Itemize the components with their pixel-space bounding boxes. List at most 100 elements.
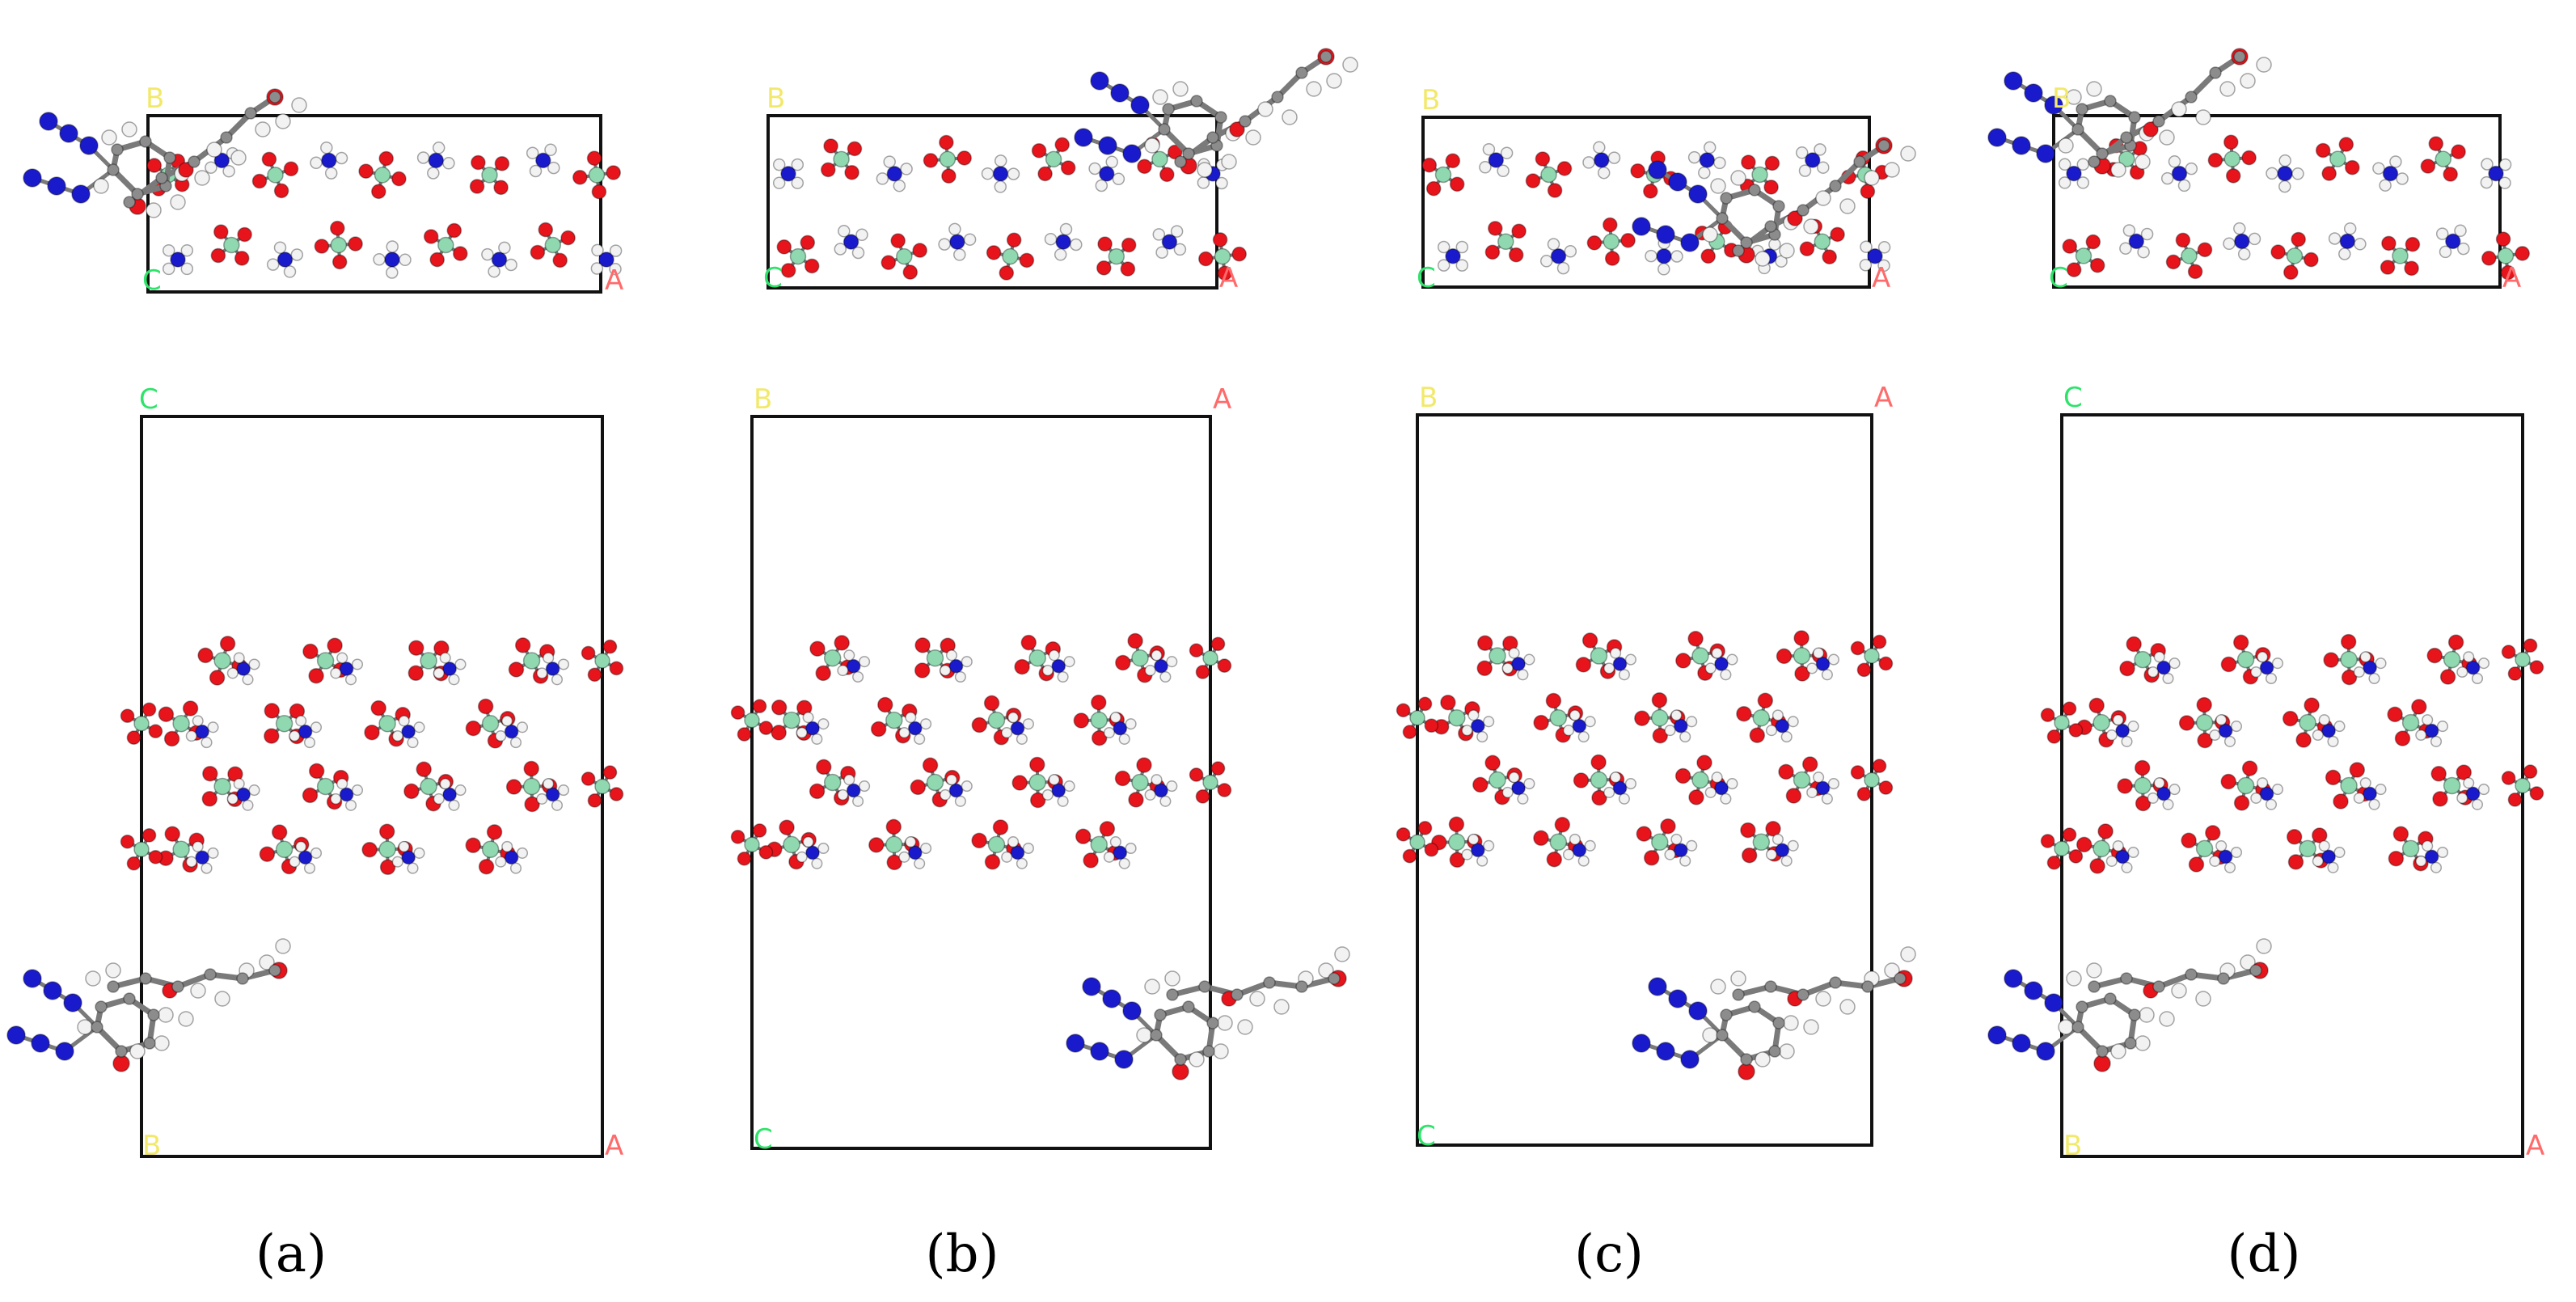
oxygen-atom (259, 846, 276, 862)
nitrogen-atom (992, 166, 1009, 182)
panel-a-top-axis-origin: C (142, 264, 162, 297)
carbon-atom (1328, 972, 1341, 985)
chlorine-atom (172, 840, 190, 859)
hydrogen-atom (1057, 670, 1069, 683)
chlorine-atom (1651, 708, 1669, 727)
oxygen-atom (821, 162, 836, 178)
oxygen-atom (2439, 669, 2456, 685)
hydrogen-atom (838, 225, 851, 238)
carbon-atom (123, 196, 136, 209)
hydrogen-atom (1877, 241, 1891, 254)
oxygen-atom (602, 639, 618, 654)
oxygen-atom (586, 150, 602, 166)
hydrogen-atom (1839, 198, 1856, 214)
oxygen-atom (1860, 184, 1876, 199)
hydrogen-atom (192, 840, 204, 852)
hydrogen-atom (1806, 662, 1818, 674)
oxygen-atom (2340, 633, 2357, 650)
hydrogen-atom (2372, 162, 2385, 175)
chlorine-atom (2497, 247, 2515, 264)
hydrogen-atom (914, 733, 926, 745)
oxygen-atom (2062, 239, 2078, 254)
hydrogen-atom (1775, 255, 1788, 268)
hydrogen-atom (1884, 162, 1900, 178)
nitrogen-atom (2363, 786, 2377, 801)
hydrogen-atom (1772, 833, 1784, 845)
oxygen-atom (823, 138, 838, 154)
nitrogen-atom (504, 724, 519, 739)
nitrogen-atom (1051, 783, 1066, 798)
oxygen-atom (2207, 152, 2223, 168)
panel-b-top-axis-horizontal: A (1219, 262, 1238, 294)
carbon-atom (2128, 1008, 2141, 1021)
oxygen-atom (587, 667, 602, 683)
oxygen-atom (2286, 829, 2303, 845)
hydrogen-atom (954, 670, 966, 683)
oxygen-atom (1741, 847, 1758, 864)
chlorine-atom (1434, 166, 1452, 184)
hydrogen-atom (1624, 778, 1636, 790)
panel-a-top-gap-molecule (23, 88, 307, 218)
nitrogen-atom (545, 662, 560, 676)
nitrogen-atom (1668, 172, 1687, 192)
hydrogen-atom (2135, 1035, 2151, 1051)
hydrogen-atom (1501, 662, 1514, 674)
hydrogen-atom (883, 155, 896, 168)
hydrogen-atom (1523, 653, 1535, 666)
bond (175, 971, 213, 990)
hydrogen-atom (1112, 172, 1125, 186)
nitrogen-atom (428, 152, 445, 169)
nitrogen-atom (886, 166, 903, 182)
hydrogen-atom (1151, 774, 1163, 786)
carbon-atom (1162, 103, 1175, 116)
oxygen-atom (2178, 715, 2195, 731)
hydrogen-atom (1710, 178, 1726, 194)
chlorine-atom (1691, 647, 1709, 665)
hydrogen-atom (2058, 1019, 2074, 1035)
oxygen-atom (609, 787, 624, 801)
oxygen-atom (494, 156, 510, 171)
hydrogen-atom (1326, 73, 1342, 89)
hydrogen-atom (2195, 109, 2211, 125)
hydrogen-atom (85, 970, 101, 987)
nitrogen-atom (1154, 783, 1168, 798)
hydrogen-atom (1022, 842, 1034, 855)
chlorine-atom (481, 714, 500, 733)
carbon-atom (2249, 964, 2262, 977)
nitrogen-atom (1055, 234, 1071, 250)
nitrogen-atom (1632, 1034, 1651, 1053)
hydrogen-atom (1215, 176, 1228, 190)
nitrogen-atom (1082, 977, 1101, 996)
hydrogen-atom (303, 862, 316, 874)
hydrogen-atom (543, 778, 555, 790)
hydrogen-atom (2058, 176, 2071, 189)
hydrogen-atom (1618, 669, 1630, 681)
nitrogen-atom (2036, 1042, 2055, 1061)
hydrogen-atom (1686, 716, 1698, 728)
oxygen-atom (1787, 210, 1803, 226)
oxygen-atom (914, 637, 931, 653)
hydrogen-atom (1670, 709, 1683, 721)
carbon-atom (1206, 1017, 1219, 1029)
nitrogen-atom (2218, 849, 2233, 864)
panel-c-top-axis-vertical: B (1421, 84, 1440, 116)
hydrogen-atom (1686, 839, 1698, 852)
oxygen-atom (2481, 251, 2497, 266)
oxygen-atom (2388, 850, 2405, 867)
hydrogen-atom (1136, 1027, 1152, 1043)
carbon-atom (2124, 1037, 2137, 1050)
nitrogen-atom (236, 662, 251, 676)
nitrogen-atom (1090, 1042, 1109, 1061)
hydrogen-atom (1016, 857, 1028, 869)
oxygen-atom (201, 791, 218, 807)
hydrogen-atom (1864, 170, 1880, 186)
hydrogen-atom (1884, 962, 1900, 979)
oxygen-atom (2187, 264, 2203, 280)
hydrogen-atom (2389, 155, 2402, 168)
hydrogen-atom (146, 202, 162, 218)
oxygen-atom (1014, 658, 1030, 675)
chlorine-atom (2054, 714, 2070, 731)
carbon-atom (2076, 103, 2088, 116)
nitrogen-atom (842, 234, 859, 250)
oxygen-atom (591, 184, 607, 200)
